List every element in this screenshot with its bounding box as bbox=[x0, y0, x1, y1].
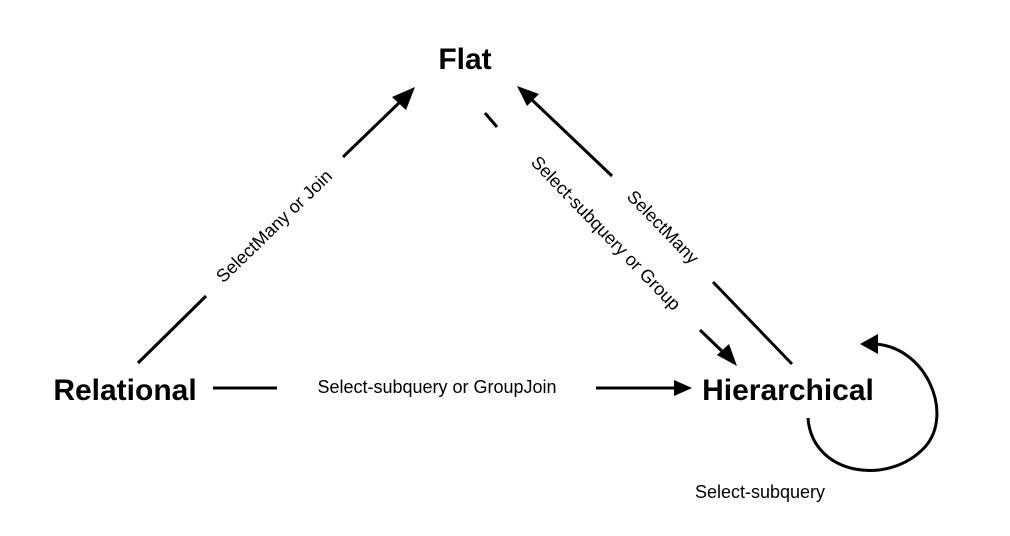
node-flat: Flat bbox=[438, 43, 491, 76]
edge-line-segment bbox=[711, 280, 794, 366]
edge-line-segment bbox=[698, 328, 727, 356]
edge-label-hierarchical-self: Select-subquery bbox=[695, 482, 825, 502]
node-relational: Relational bbox=[53, 374, 196, 407]
edge-label-relational-to-hierarchical: Select-subquery or GroupJoin bbox=[317, 377, 556, 397]
arrow-head bbox=[717, 344, 737, 366]
arrow-head bbox=[392, 87, 415, 110]
edge-hierarchical-self: Select-subquery bbox=[695, 334, 939, 502]
edge-line-segment bbox=[528, 96, 614, 178]
edge-line-segment bbox=[483, 112, 499, 128]
edge-line-segment bbox=[341, 98, 404, 159]
edge-flat-to-hierarchical: Select-subquery or Group bbox=[483, 112, 737, 366]
edge-hierarchical-to-flat: SelectMany bbox=[517, 86, 794, 366]
arrow-head bbox=[860, 334, 878, 354]
edge-label-relational-to-flat: SelectMany or Join bbox=[212, 166, 336, 287]
self-loop-arc bbox=[806, 342, 939, 472]
edge-line-segment bbox=[136, 294, 208, 365]
arrow-head bbox=[674, 380, 692, 396]
node-hierarchical: Hierarchical bbox=[702, 374, 874, 407]
arrow-head bbox=[517, 86, 539, 106]
edge-relational-to-flat: SelectMany or Join bbox=[136, 87, 415, 365]
edge-relational-to-hierarchical: Select-subquery or GroupJoin bbox=[213, 377, 692, 397]
